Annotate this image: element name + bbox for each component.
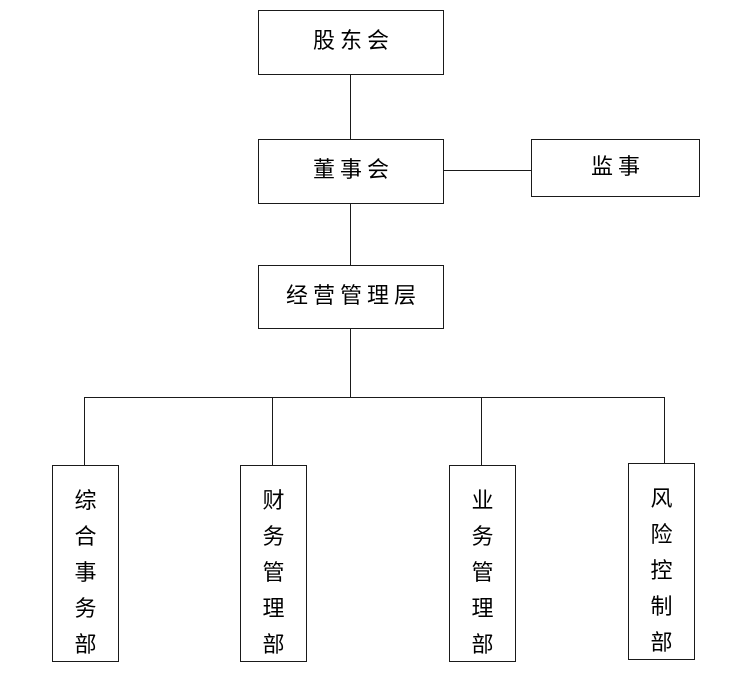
edge-management-stem bbox=[350, 329, 351, 398]
node-management[interactable]: 经营管理层 bbox=[258, 265, 444, 329]
node-general-affairs-char-5: 部 bbox=[74, 633, 97, 658]
node-risk-control-char-5: 部 bbox=[650, 631, 673, 656]
edge-board-to-management bbox=[350, 203, 351, 266]
node-finance[interactable]: 财 务 管 理 部 bbox=[240, 465, 307, 662]
edge-drop-finance bbox=[272, 397, 273, 466]
node-general-affairs-char-4: 务 bbox=[74, 597, 97, 622]
node-risk-control-char-1: 风 bbox=[650, 487, 673, 512]
node-risk-control-char-4: 制 bbox=[650, 595, 673, 620]
node-supervisor-label: 监事 bbox=[590, 154, 645, 180]
node-general-affairs-char-1: 综 bbox=[74, 489, 97, 514]
node-shareholders[interactable]: 股东会 bbox=[258, 10, 444, 75]
node-board[interactable]: 董事会 bbox=[258, 139, 444, 204]
node-shareholders-label: 股东会 bbox=[312, 29, 394, 55]
node-business-char-1: 业 bbox=[471, 489, 494, 514]
node-finance-char-1: 财 bbox=[262, 489, 285, 514]
node-risk-control-char-3: 控 bbox=[650, 559, 673, 584]
node-supervisor[interactable]: 监事 bbox=[531, 139, 700, 197]
node-business[interactable]: 业 务 管 理 部 bbox=[449, 465, 516, 662]
node-risk-control-char-2: 险 bbox=[650, 523, 673, 548]
node-board-label: 董事会 bbox=[312, 158, 394, 184]
node-management-label: 经营管理层 bbox=[285, 283, 421, 309]
node-general-affairs-char-2: 合 bbox=[74, 525, 97, 550]
edge-department-bus bbox=[84, 397, 665, 398]
node-business-char-2: 务 bbox=[471, 525, 494, 550]
node-risk-control[interactable]: 风 险 控 制 部 bbox=[628, 463, 695, 660]
node-business-char-5: 部 bbox=[471, 633, 494, 658]
node-finance-char-4: 理 bbox=[262, 597, 285, 622]
node-business-char-4: 理 bbox=[471, 597, 494, 622]
edge-shareholders-to-board bbox=[350, 74, 351, 140]
edge-drop-risk-control bbox=[664, 397, 665, 464]
edge-drop-general-affairs bbox=[84, 397, 85, 466]
edge-board-to-supervisor bbox=[443, 170, 532, 171]
node-general-affairs-char-3: 事 bbox=[74, 561, 97, 586]
node-general-affairs[interactable]: 综 合 事 务 部 bbox=[52, 465, 119, 662]
node-finance-char-3: 管 bbox=[262, 561, 285, 586]
edge-drop-business bbox=[481, 397, 482, 466]
node-business-char-3: 管 bbox=[471, 561, 494, 586]
node-finance-char-2: 务 bbox=[262, 525, 285, 550]
node-finance-char-5: 部 bbox=[262, 633, 285, 658]
